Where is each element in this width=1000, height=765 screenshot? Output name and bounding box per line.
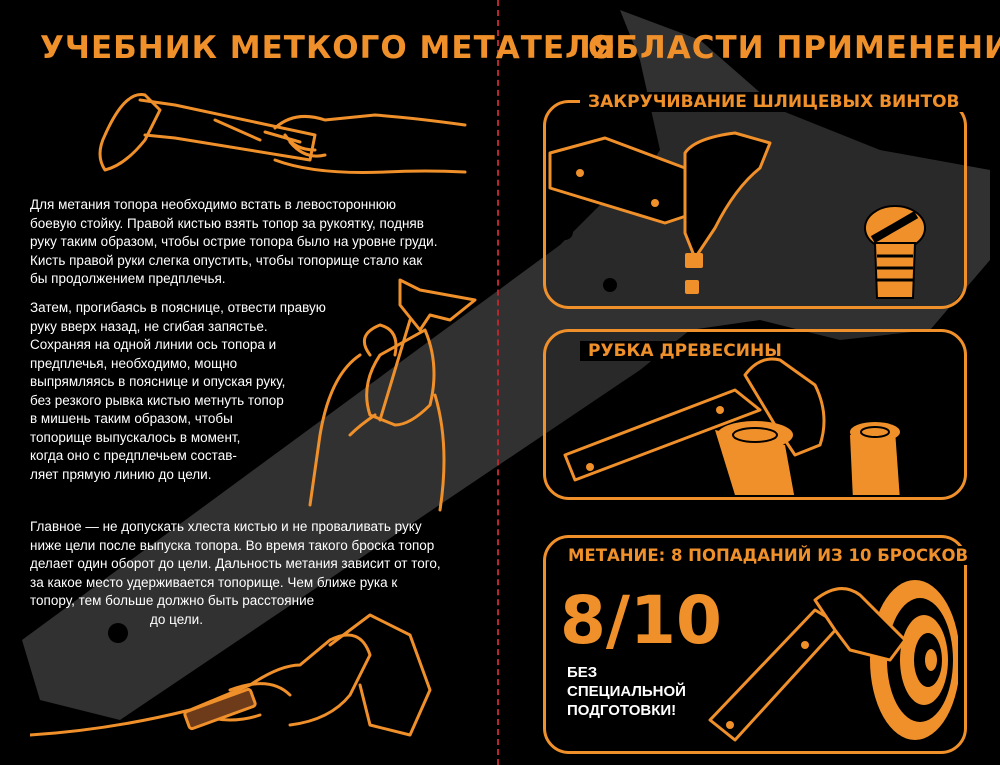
right-title: ОБЛАСТИ ПРИМЕНЕНИЯ	[588, 30, 1000, 66]
no-training-note: БЕЗ СПЕЦИАЛЬНОЙ ПОДГОТОВКИ!	[567, 664, 686, 719]
target-with-axe-illustration	[708, 580, 958, 742]
axe-screwdriver-illustration	[548, 131, 926, 299]
target-icon	[870, 580, 958, 740]
throwing-score: 8/10	[560, 582, 722, 659]
thrower-figure-illustration	[308, 278, 477, 512]
axe-chopping-wood-illustration	[563, 357, 900, 495]
panel-woodchopping-title: РУБКА ДРЕВЕСИНЫ	[580, 341, 790, 361]
page-divider	[497, 0, 499, 765]
panel-screwdriving-title: ЗАКРУЧИВАНИЕ ШЛИЦЕВЫХ ВИНТОВ	[580, 92, 968, 112]
panel-throwing-title: МЕТАНИЕ: 8 ПОПАДАНИЙ ИЗ 10 БРОСКОВ	[560, 546, 977, 565]
instruction-paragraph-3: Главное — не допускать хлеста кистью и н…	[30, 519, 441, 627]
instruction-paragraph-2: Затем, прогибаясь в пояснице, отвести пр…	[30, 300, 326, 482]
release-hand-illustration	[30, 613, 432, 737]
instruction-paragraph-1: Для метания топора необходимо встать в л…	[30, 197, 438, 286]
hand-holding-axe-illustration	[98, 93, 467, 174]
screw-icon	[864, 205, 926, 299]
left-title: УЧЕБНИК МЕТКОГО МЕТАТЕЛЯ	[40, 30, 617, 66]
